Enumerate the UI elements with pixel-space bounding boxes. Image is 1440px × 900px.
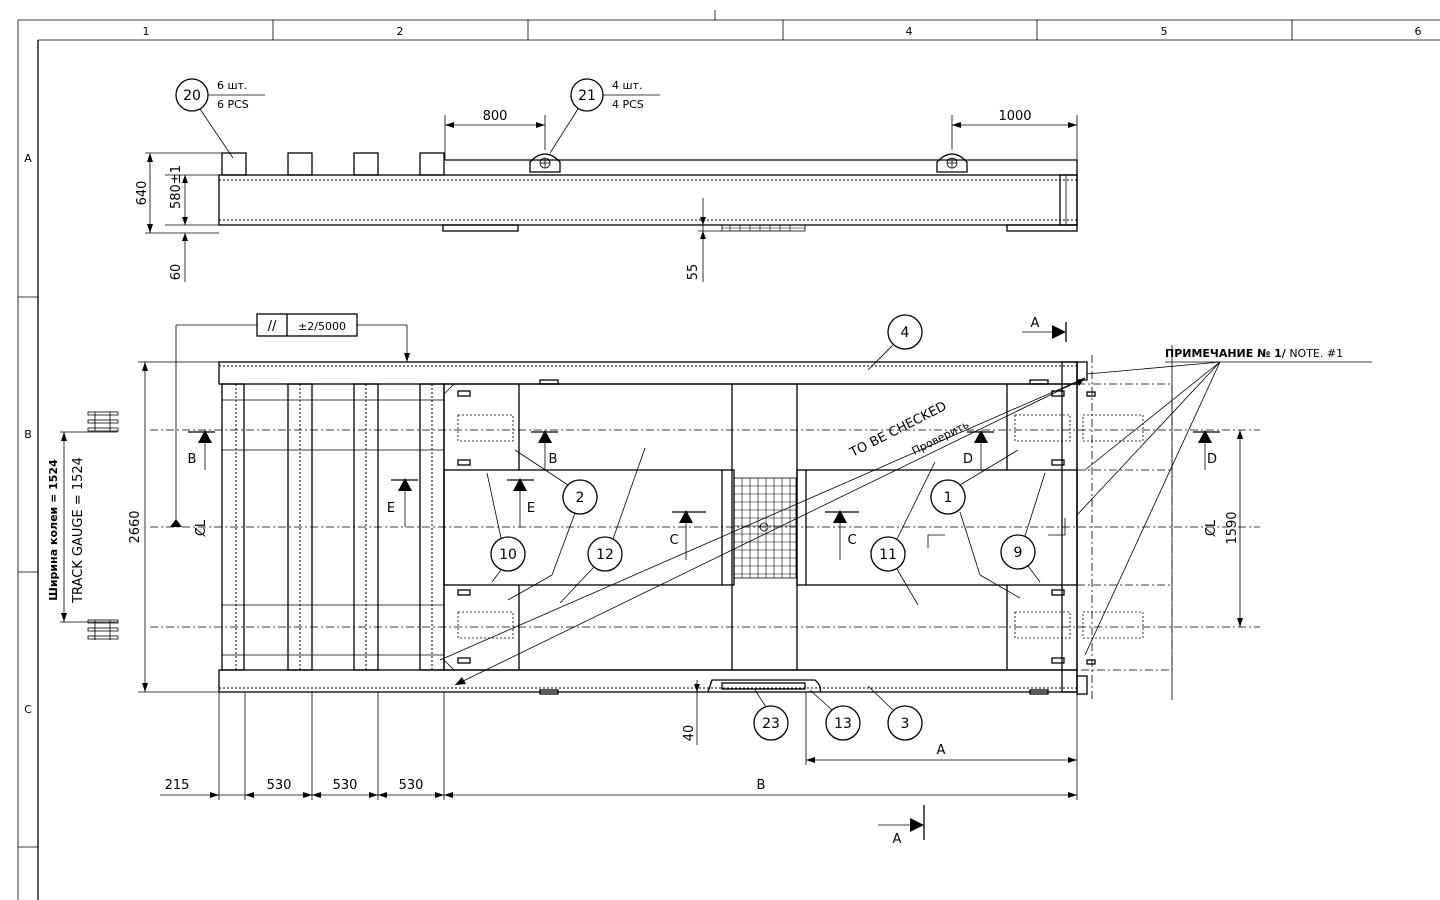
tolerance-value: ±2/5000 (298, 320, 346, 333)
dim-580: 580±1 (169, 165, 184, 209)
section-e-mid: E (527, 501, 535, 516)
section-a-bottom: A (893, 832, 902, 847)
tolerance-symbol: // (268, 319, 277, 334)
mesh-grid (733, 477, 797, 579)
callout-23-label: 23 (762, 716, 780, 732)
callout-9-label: 9 (1014, 545, 1023, 561)
section-d-mid: D (963, 452, 973, 467)
callout-21: 21 4 шт. 4 PCS (549, 78, 660, 154)
centerline-right: C̸L (1204, 519, 1219, 537)
section-e-left: E (387, 501, 395, 516)
dim-b: B (757, 778, 766, 793)
section-b-left: B (188, 452, 197, 467)
callout-21-label: 21 (578, 88, 596, 104)
dim-800: 800 (483, 109, 508, 124)
callout-4-label: 4 (901, 325, 910, 341)
gauge-ru: Ширина колеи = 1524 (47, 459, 60, 601)
frame-row-a: A (24, 152, 32, 165)
check-note: TO BE CHECKED Проверить (439, 377, 1086, 686)
dim-640: 640 (135, 181, 150, 206)
qty-20-ru: 6 шт. (217, 79, 247, 92)
track-gauge: Ширина колеи = 1524 TRACK GAUGE = 1524 (47, 411, 119, 640)
dim-1000: 1000 (998, 109, 1031, 124)
dim-55: 55 (686, 264, 701, 281)
dim-530-3: 530 (399, 778, 424, 793)
dim-215: 215 (165, 778, 190, 793)
callout-2-label: 2 (576, 490, 585, 506)
dim-2660: 2660 (128, 510, 143, 543)
side-view-dimensions: 640 580±1 60 55 800 1000 (135, 109, 1078, 282)
dim-a: A (937, 743, 946, 758)
drawing-frame: 1 2 4 5 6 A B C (17, 10, 1440, 900)
qty-21-en: 4 PCS (612, 98, 644, 111)
dim-530-2: 530 (333, 778, 358, 793)
gauge-en: TRACK GAUGE = 1524 (71, 457, 86, 604)
callout-12-label: 12 (596, 547, 614, 563)
pad-details (457, 379, 1144, 695)
section-d-right: D (1207, 452, 1217, 467)
dim-1590: 1590 (1225, 511, 1240, 544)
plan-dimensions: 2660 1590 40 215 530 530 530 B (128, 345, 1243, 800)
section-a-top: A (1031, 316, 1040, 331)
callout-1-label: 1 (944, 490, 953, 506)
frame-col-2: 2 (397, 25, 404, 38)
section-markers: A A B B E E C C (188, 316, 1220, 847)
frame-col-6: 6 (1415, 25, 1422, 38)
note-1-ru: ПРИМЕЧАНИЕ № 1/ NOTE. #1 (1165, 347, 1343, 360)
plan-view (150, 355, 1260, 700)
section-c-left: C (669, 533, 678, 548)
callout-11-label: 11 (879, 547, 897, 563)
qty-21-ru: 4 шт. (612, 79, 642, 92)
callout-20-label: 20 (183, 88, 201, 104)
section-b-mid: B (549, 452, 558, 467)
callout-10-label: 10 (499, 547, 517, 563)
dim-60: 60 (169, 264, 184, 281)
note-1: ПРИМЕЧАНИЕ № 1/ NOTE. #1 (1076, 347, 1372, 656)
callout-13-label: 13 (834, 716, 852, 732)
frame-col-4: 4 (906, 25, 913, 38)
frame-row-c: C (24, 703, 32, 716)
frame-col-1: 1 (143, 25, 150, 38)
dim-530-1: 530 (267, 778, 292, 793)
dim-40: 40 (682, 725, 697, 742)
callout-20: 20 6 шт. 6 PCS (175, 78, 265, 159)
section-c-right: C (847, 533, 856, 548)
plan-callouts: 4 1 2 9 10 11 12 3 13 23 (486, 314, 1046, 741)
side-view (218, 152, 1078, 232)
callout-3-label: 3 (901, 716, 910, 732)
parallelism-tolerance: // ±2/5000 (170, 313, 410, 527)
centerline-left: C̸L (194, 519, 209, 537)
frame-col-5: 5 (1161, 25, 1168, 38)
frame-row-b: B (24, 428, 32, 441)
qty-20-en: 6 PCS (217, 98, 249, 111)
